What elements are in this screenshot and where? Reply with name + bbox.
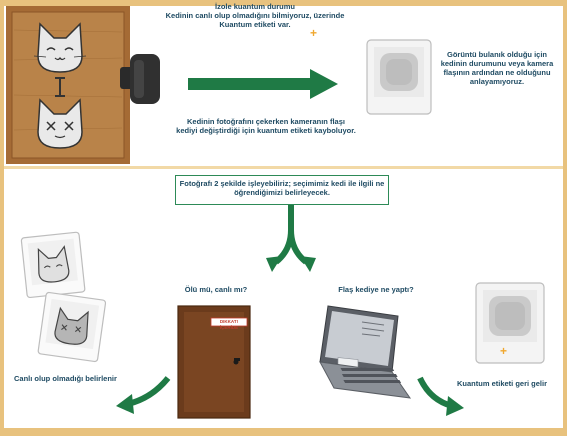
question-flash-effect: Flaş kediye ne yaptı? [338, 285, 414, 294]
door-icon [177, 305, 251, 419]
photo-dead-cat [37, 291, 107, 363]
blurry-photo-description: Görüntü bulanık olduğu için kedinin duru… [440, 50, 554, 86]
photo-alive-cat [20, 231, 86, 299]
arrow-label-result [417, 376, 464, 416]
section-divider [4, 166, 563, 169]
flash-description: Kedinin fotoğrafını çekerken kameranın f… [176, 117, 356, 135]
result-quantum-label-returns: Kuantum etiketi geri gelir [456, 379, 548, 388]
choice-box: Fotoğrafı 2 şekilde işleyebiliriz; seçim… [175, 175, 389, 205]
arrow-to-photo [188, 69, 338, 99]
frame-bottom [0, 428, 567, 436]
quantum-label-mark-bottom: + [500, 344, 508, 358]
superposition-connector [55, 77, 65, 97]
isolated-title: İzole kuantum durumu [214, 2, 295, 11]
camera-icon [120, 54, 160, 104]
blurred-photo-top [366, 39, 432, 115]
isolated-description: Kedinin canlı olup olmadığını bilmiyoruz… [165, 11, 345, 29]
blurred-photo-bottom [475, 282, 545, 364]
fork-arrow [266, 205, 316, 272]
frame-right [563, 0, 567, 436]
alive-cat-icon [33, 22, 87, 73]
laptop-icon [319, 305, 412, 399]
choice-description: Fotoğrafı 2 şekilde işleyebiliriz; seçim… [179, 179, 385, 197]
question-alive-or-dead: Ölü mü, canlı mı? [184, 285, 248, 294]
dead-cat-icon [37, 98, 83, 149]
frame-left [0, 0, 4, 436]
door-sign: DIKKAT! İÇERİDE [219, 319, 239, 330]
result-alive-determined: Canlı olup olmadığı belirlenir [14, 374, 117, 383]
frame-top [0, 0, 567, 6]
arrow-alive-result [116, 376, 171, 414]
quantum-label-mark: + [310, 26, 318, 40]
